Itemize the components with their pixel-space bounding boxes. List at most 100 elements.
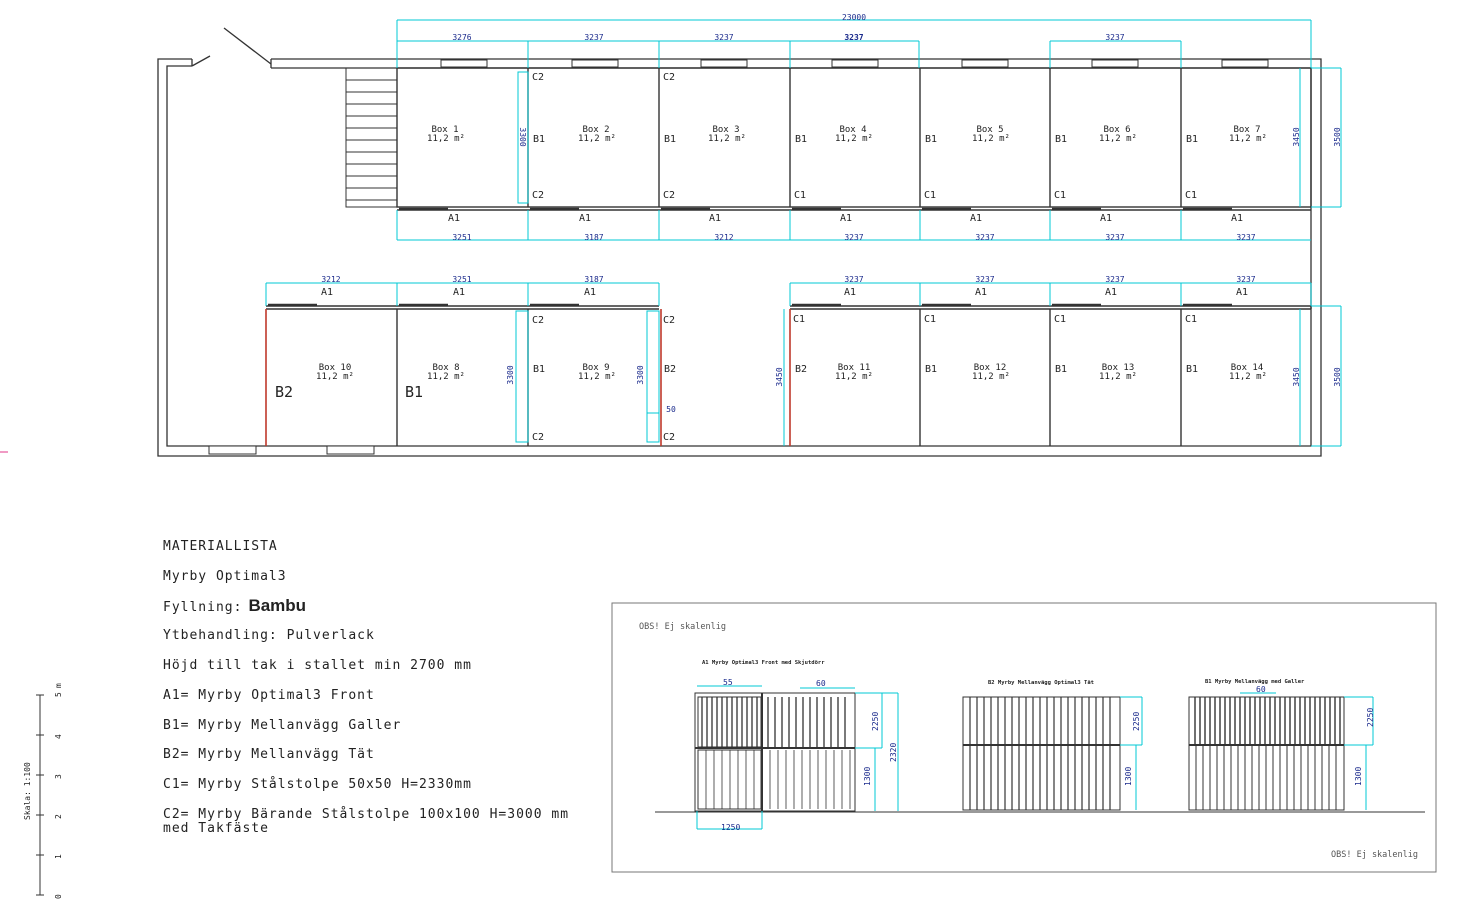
- elevation-b1-dims: [1240, 692, 1374, 810]
- box-2-area: 11,2 m²: [578, 134, 616, 144]
- code-a1: A1: [584, 287, 596, 298]
- box-1-area: 11,2 m²: [427, 134, 465, 144]
- box-5-area: 11,2 m²: [972, 134, 1010, 144]
- box-10-name: Box 10: [319, 363, 352, 373]
- dim-b9: 3187: [584, 275, 603, 284]
- elevation-b2-dims: [1120, 696, 1143, 810]
- dim-2250-b2: 2250: [1132, 712, 1141, 731]
- dim-3450-bottom: 3450: [1292, 367, 1301, 386]
- box-8-area: 11,2 m²: [427, 372, 465, 382]
- dim-1300-b2: 1300: [1124, 767, 1133, 786]
- elevation-note-bottom: OBS! Ej skalenlig: [1331, 850, 1418, 860]
- box-4-area: 11,2 m²: [835, 134, 873, 144]
- code-a1: A1: [321, 287, 333, 298]
- filling-label: Fyllning:: [163, 600, 243, 615]
- elevation-note-top: OBS! Ej skalenlig: [639, 622, 726, 632]
- code-c2: C2: [532, 190, 544, 201]
- materials-heading: MATERIALLISTA: [163, 539, 278, 554]
- dim-3450-top: 3450: [1292, 127, 1301, 146]
- dim-1250: 1250: [721, 823, 740, 832]
- code-c2: C2: [663, 72, 675, 83]
- materials-filling: Fyllning: Bambu: [163, 596, 306, 616]
- scale-label: Skala: 1:100: [23, 762, 32, 820]
- dim-60: 60: [816, 679, 826, 688]
- building-outline: [157, 27, 1322, 457]
- dim-3300-b9r: 3300: [636, 365, 645, 384]
- dim-b13: 3237: [1105, 275, 1124, 284]
- filling-value: Bambu: [248, 596, 307, 615]
- code-c2: C2: [663, 432, 675, 443]
- dim-b11: 3237: [844, 275, 863, 284]
- box-10-area: 11,2 m²: [316, 372, 354, 382]
- code-b1: B1: [1055, 134, 1067, 145]
- dim-bot-7: 3237: [1236, 233, 1255, 242]
- scale-unit: m: [54, 683, 63, 688]
- box-1-name: Box 1: [431, 125, 458, 135]
- solid-walls: [265, 309, 791, 446]
- code-c1: C1: [1054, 314, 1066, 325]
- box-13-name: Box 13: [1102, 363, 1135, 373]
- code-c1: C1: [924, 314, 936, 325]
- scale-tick-4: 4: [54, 734, 63, 739]
- code-b2-large: B2: [275, 383, 293, 401]
- dim-bot-3: 3212: [714, 233, 733, 242]
- dim-3500-top: 3500: [1333, 127, 1342, 146]
- materials-c1: C1= Myrby Stålstolpe 50x50 H=2330mm: [163, 777, 472, 792]
- dim-top-2: 3237: [584, 33, 603, 42]
- code-c1: C1: [924, 190, 936, 201]
- dim-bot-4: 3237: [844, 233, 863, 242]
- code-c2: C2: [663, 190, 675, 201]
- code-b2: B2: [795, 364, 807, 375]
- box-7-area: 11,2 m²: [1229, 134, 1267, 144]
- code-c1: C1: [1185, 190, 1197, 201]
- code-c2: C2: [532, 315, 544, 326]
- scale-tick-0: 0: [54, 894, 63, 899]
- elevation-a1-title: A1 Myrby Optimal3 Front med Skjutdörr: [702, 659, 825, 666]
- elevation-panel: [611, 602, 1437, 873]
- dim-bot-1: 3251: [452, 233, 471, 242]
- code-a1: A1: [975, 287, 987, 298]
- code-a1: A1: [840, 213, 852, 224]
- dim-3500-bottom: 3500: [1333, 367, 1342, 386]
- materials-c2: C2= Myrby Bärande Stålstolpe 100x100 H=3…: [163, 807, 570, 822]
- code-b1-large: B1: [405, 383, 423, 401]
- dim-top-4: 3237: [844, 33, 863, 42]
- dim-2250-b1: 2250: [1366, 708, 1375, 727]
- materials-a1: A1= Myrby Optimal3 Front: [163, 688, 375, 703]
- box-11-name: Box 11: [838, 363, 871, 373]
- dim-1300-b1: 1300: [1354, 767, 1363, 786]
- code-a1: A1: [844, 287, 856, 298]
- code-a1: A1: [1231, 213, 1243, 224]
- box-3-area: 11,2 m²: [708, 134, 746, 144]
- dim-top-1: 3276: [452, 33, 471, 42]
- scale-bar: [36, 694, 44, 896]
- dim-overall-text: 23000: [842, 13, 866, 22]
- code-b1: B1: [1055, 364, 1067, 375]
- scale-tick-3: 3: [54, 774, 63, 779]
- dim-2250-a1: 2250: [871, 712, 880, 731]
- dim-b12: 3237: [975, 275, 994, 284]
- box-6-area: 11,2 m²: [1099, 134, 1137, 144]
- code-b1: B1: [1186, 364, 1198, 375]
- code-c2: C2: [532, 72, 544, 83]
- code-b2: B2: [664, 364, 676, 375]
- code-a1: A1: [453, 287, 465, 298]
- bottom-row-boxes: [266, 305, 1312, 446]
- dim-b14: 3237: [1236, 275, 1255, 284]
- code-a1: A1: [1100, 213, 1112, 224]
- scale-tick-5: 5: [54, 692, 63, 697]
- box-12-name: Box 12: [974, 363, 1007, 373]
- code-c2: C2: [532, 432, 544, 443]
- box-2-name: Box 2: [582, 125, 609, 135]
- dim-1300-a1: 1300: [863, 767, 872, 786]
- box-14-name: Box 14: [1231, 363, 1264, 373]
- code-b1: B1: [795, 134, 807, 145]
- box-4-name: Box 4: [839, 125, 866, 135]
- code-b1: B1: [925, 364, 937, 375]
- code-a1: A1: [970, 213, 982, 224]
- code-c2: C2: [663, 315, 675, 326]
- materials-c2-cont: med Takfäste: [163, 821, 269, 836]
- scale-tick-2: 2: [54, 814, 63, 819]
- box-7-name: Box 7: [1233, 125, 1260, 135]
- box-8-name: Box 8: [432, 363, 459, 373]
